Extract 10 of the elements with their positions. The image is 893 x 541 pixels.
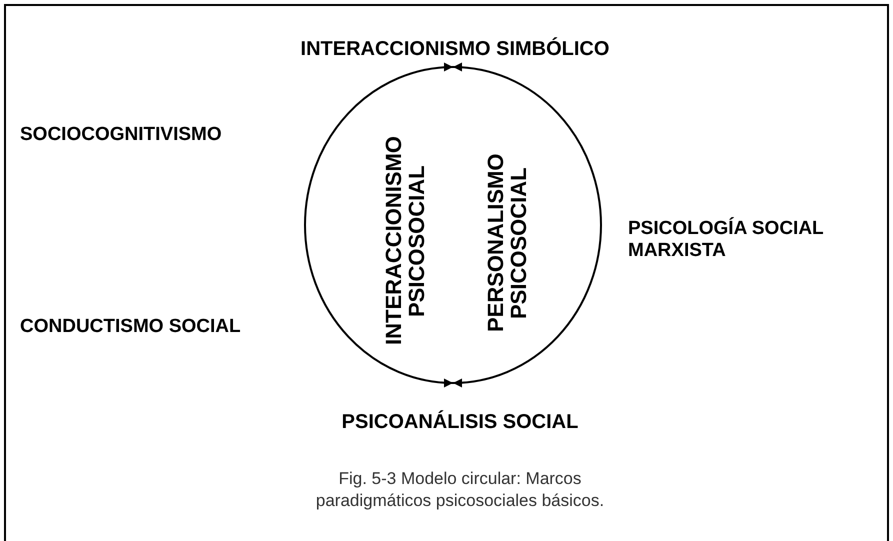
school-label: PSICOANÁLISIS SOCIAL <box>250 383 670 434</box>
vertical-label: INTERACCIONISMO PSICOSOCIAL <box>382 136 430 348</box>
vertical-label: PERSONALISMO PSICOSOCIAL <box>484 152 532 334</box>
school-label: INTERACCIONISMO SIMBÓLICO <box>255 38 655 67</box>
arc-arrow <box>304 63 454 387</box>
school-label: SOCIOCOGNITIVISMO <box>20 124 223 146</box>
figure-caption: Fig. 5-3 Modelo circular: Marcos paradigmáticos psicosociales básicos. <box>314 468 606 512</box>
school-label: PSICOLOGÍA SOCIAL MARXISTA <box>628 218 824 262</box>
school-label: CONDUCTISMO SOCIAL <box>20 316 242 338</box>
arc-arrow <box>452 63 602 387</box>
